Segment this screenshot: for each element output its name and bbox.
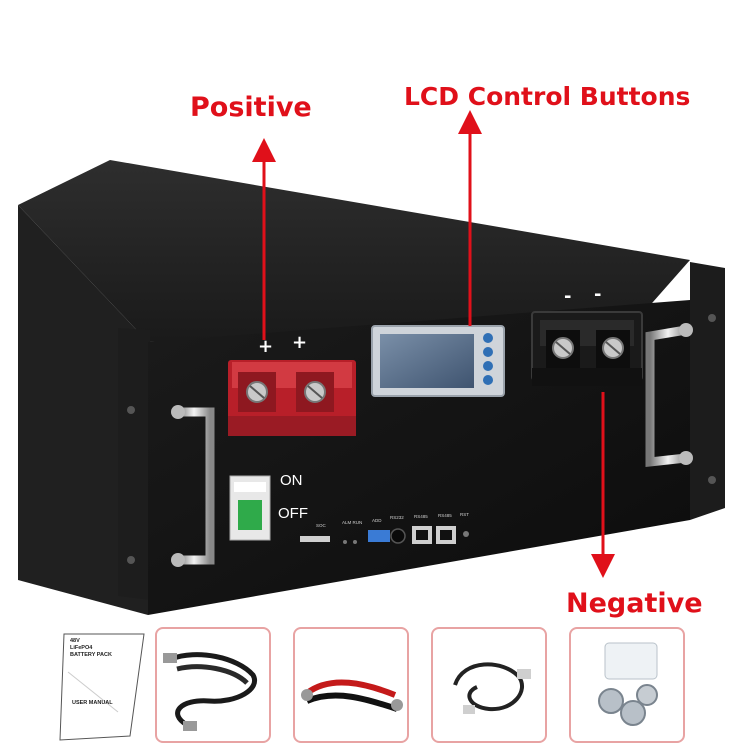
negative-sign: - (564, 286, 572, 307)
negative-sign: - (594, 284, 602, 305)
positive-callout: Positive (190, 92, 312, 123)
screw-kit-item (569, 627, 685, 743)
port-label: RS485 (438, 513, 452, 518)
port-label: RS232 (390, 515, 404, 520)
negative-callout: Negative (566, 588, 703, 619)
port-label: RST (460, 512, 469, 517)
screw-icon (636, 684, 658, 706)
positive-terminal (228, 360, 356, 436)
black-power-cable-item (155, 627, 271, 743)
port-label: SOC (316, 523, 326, 528)
manual-footer: USER MANUAL (72, 700, 113, 706)
breaker-switch (229, 475, 271, 541)
left-handle (171, 405, 215, 567)
port-label: RS485 (414, 514, 428, 519)
lcd-module (371, 325, 505, 397)
lcd-button-icon (483, 375, 493, 385)
lcd-screen (380, 334, 474, 388)
right-rack-ear (690, 262, 725, 520)
positive-sign: + (292, 332, 308, 353)
battery-unit-scene (18, 110, 725, 615)
port-strip (300, 526, 469, 544)
port-label: ALM RUN (342, 520, 363, 525)
port-label: ADD (372, 518, 382, 523)
reset-button (463, 531, 469, 537)
lcd-button-icon (483, 361, 493, 371)
manual-title: 48V LiFePO4 BATTERY PACK (70, 638, 112, 658)
screw-icon (620, 700, 646, 726)
left-rack-ear (118, 328, 150, 600)
right-handle (645, 323, 693, 468)
rs232-port (390, 528, 406, 544)
red-black-cable-item (293, 627, 409, 743)
switch-off-label: OFF (278, 505, 308, 522)
lcd-button-icon (483, 347, 493, 357)
lcd-callout: LCD Control Buttons (404, 82, 691, 111)
switch-on-label: ON (280, 472, 303, 489)
positive-sign: + (258, 336, 274, 357)
communication-cable-item (431, 627, 547, 743)
screw-icon (598, 688, 624, 714)
chassis-top (18, 160, 690, 615)
dip-switch (368, 530, 390, 542)
negative-terminal (531, 311, 643, 386)
manual-item: 48V LiFePO4 BATTERY PACK USER MANUAL (58, 632, 150, 742)
lcd-button-icon (483, 333, 493, 343)
